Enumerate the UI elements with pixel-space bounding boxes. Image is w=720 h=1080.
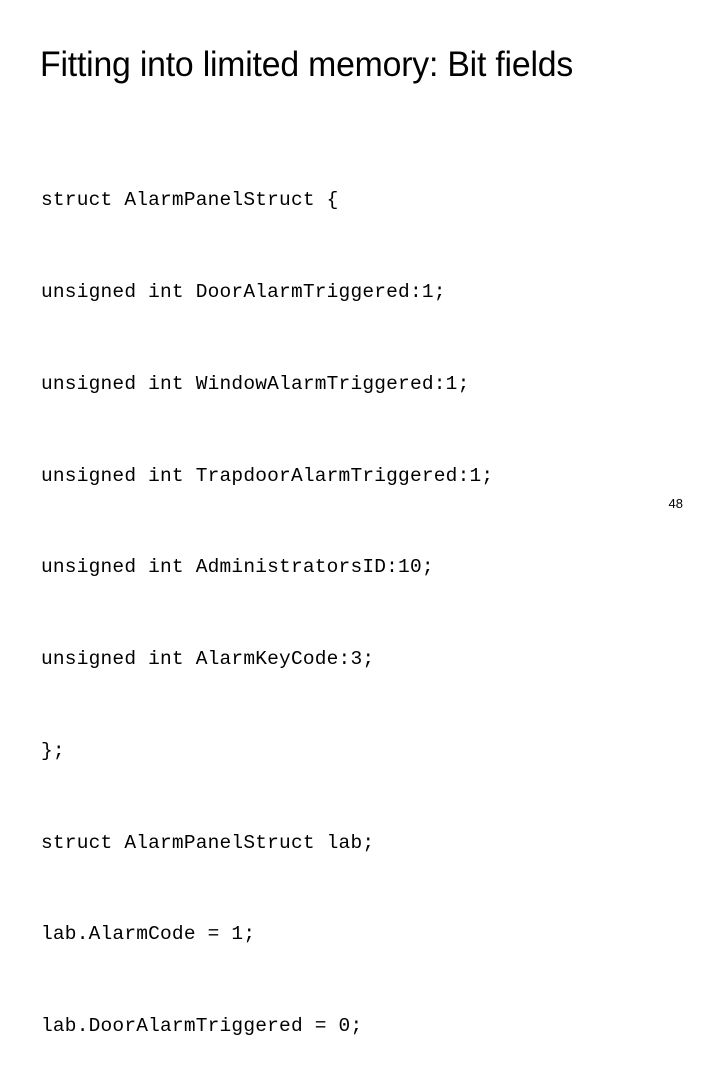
code-line: unsigned int AlarmKeyCode:3; <box>41 648 375 671</box>
code-line: struct AlarmPanelStruct lab; <box>41 831 375 854</box>
code-line: unsigned int TrapdoorAlarmTriggered:1; <box>41 464 494 487</box>
code-line: unsigned int WindowAlarmTriggered:1; <box>41 372 470 395</box>
code-line: struct AlarmPanelStruct { <box>41 189 339 212</box>
code-line: }; <box>41 739 65 762</box>
code-block: struct AlarmPanelStruct { unsigned int D… <box>41 124 701 1080</box>
code-line: unsigned int DoorAlarmTriggered:1; <box>41 280 446 303</box>
page-title: Fitting into limited memory: Bit fields <box>40 45 574 84</box>
code-line: lab.AlarmCode = 1; <box>41 923 256 946</box>
code-line: unsigned int AdministratorsID:10; <box>41 556 434 579</box>
presentation-slide: Fitting into limited memory: Bit fields … <box>40 45 683 1038</box>
page-number: 48 <box>668 496 683 511</box>
code-line: lab.DoorAlarmTriggered = 0; <box>41 1015 363 1038</box>
